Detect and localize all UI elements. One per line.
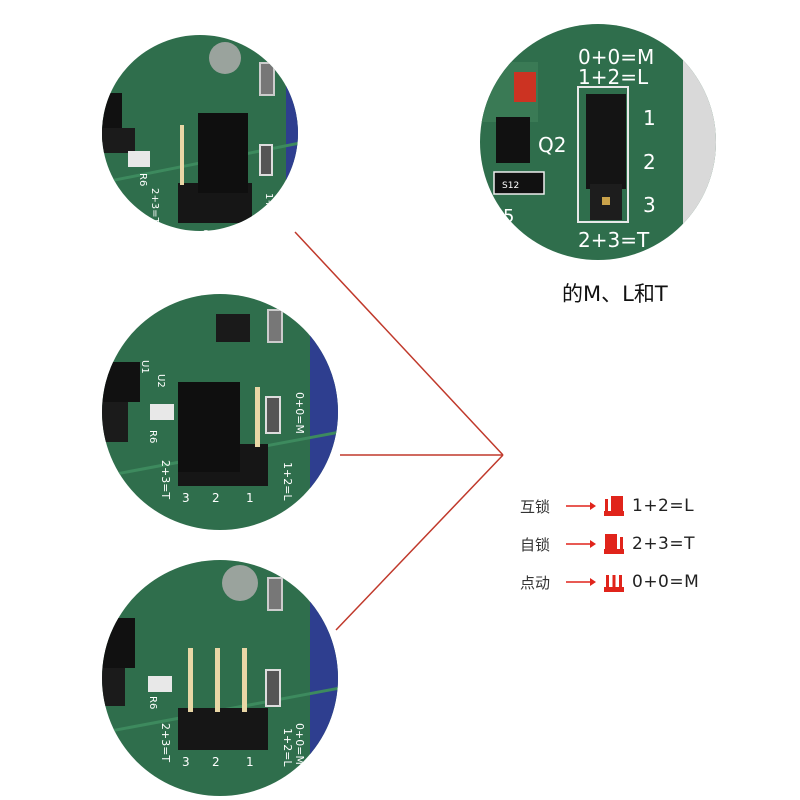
pcb-pin-2-label: 2 [212, 491, 220, 505]
arrow-right-icon [566, 578, 596, 586]
pcb-r6-label: R6 [147, 696, 158, 709]
closeup-formula-top: 0+0=M [578, 45, 654, 69]
closeup-formula-mid: 1+2=L [578, 65, 649, 89]
legend-formula: 2+3=T [632, 534, 696, 554]
closeup-q2-label: Q2 [538, 133, 566, 157]
pcb-pin-1-label: 1 [246, 755, 254, 769]
arrow-right-icon [566, 540, 596, 548]
legend-formula: 0+0=M [632, 572, 700, 592]
legend-label: 点动 [520, 573, 551, 592]
pcb-u2-label: U2 [155, 374, 166, 388]
pcb-side-right-b-label: 1+2=L [281, 462, 294, 501]
pcb-side-left-label: 2+3=T [159, 460, 172, 499]
closeup-pin-2-label: 2 [643, 150, 656, 174]
pcb-pin-1-label: 1 [246, 491, 254, 505]
connector-line-top [294, 231, 504, 456]
legend-label: 自锁 [520, 535, 551, 554]
closeup-ref-5-label: 5 [503, 206, 514, 227]
closeup-s12-label: S12 [502, 181, 519, 191]
pcb-pin-3-label: 3 [182, 755, 190, 769]
pcb-pin-2-label: 2 [212, 755, 220, 769]
connector-line-bottom [335, 454, 504, 631]
closeup-pin-1-label: 1 [643, 106, 656, 130]
pcb-side-right-a-label: 0+0=M [275, 193, 286, 231]
arrow-right-icon [566, 502, 596, 510]
pcb-u1-label: U1 [139, 360, 150, 374]
legend-row-momentary: 点动 0+0=M [520, 567, 699, 597]
pcb-closeup-circle-1: 3 2 1 2+3=T 0+0=M 1+2=L R6 [102, 35, 298, 233]
jumper-cap [198, 113, 248, 193]
pcb-r6-label: R6 [137, 173, 148, 186]
pcb-side-right-b-label: 1+2=L [263, 193, 274, 228]
pcb-side-left-label: 2+3=T [159, 723, 172, 762]
jumper-none-icon [604, 575, 624, 592]
legend-row-selflock: 自锁 2+3=T [520, 529, 695, 559]
pcb-pin-2-label: 2 [203, 228, 210, 233]
pcb-closeup-circle-3: 3 2 1 2+3=T 0+0=M 1+2=L R6 [102, 560, 338, 796]
jumper-closeup-circle: 0+0=M 1+2=L 1 2 3 2+3=T Q2 S12 5 [480, 24, 716, 260]
pcb-pin-3-label: 3 [178, 228, 185, 233]
jumper-pins-2-3-icon [604, 534, 624, 554]
pcb-side-right-b-label: 1+2=L [281, 728, 294, 767]
pcb-r6-label: R6 [147, 430, 158, 443]
pcb-closeup-circle-2: 3 2 1 2+3=T 0+0=M 1+2=L U1 U2 R6 [102, 294, 338, 530]
legend-label: 互锁 [520, 497, 551, 516]
jumper-cap [178, 382, 240, 472]
pcb-pin-1-label: 1 [234, 228, 241, 233]
pcb-pin-3-label: 3 [182, 491, 190, 505]
closeup-formula-bottom: 2+3=T [578, 228, 650, 252]
jumper-cap [586, 94, 626, 189]
caption-text: 的M、L和T [562, 282, 668, 306]
closeup-pin-3-label: 3 [643, 193, 656, 217]
pcb-side-right-a-label: 0+0=M [293, 723, 306, 765]
jumper-pins-1-2-icon [604, 496, 624, 516]
legend-formula: 1+2=L [632, 496, 695, 516]
pcb-side-right-a-label: 0+0=M [293, 392, 306, 434]
pcb-side-left-label: 2+3=T [149, 188, 160, 224]
legend-row-interlock: 互锁 1+2=L [520, 491, 694, 521]
